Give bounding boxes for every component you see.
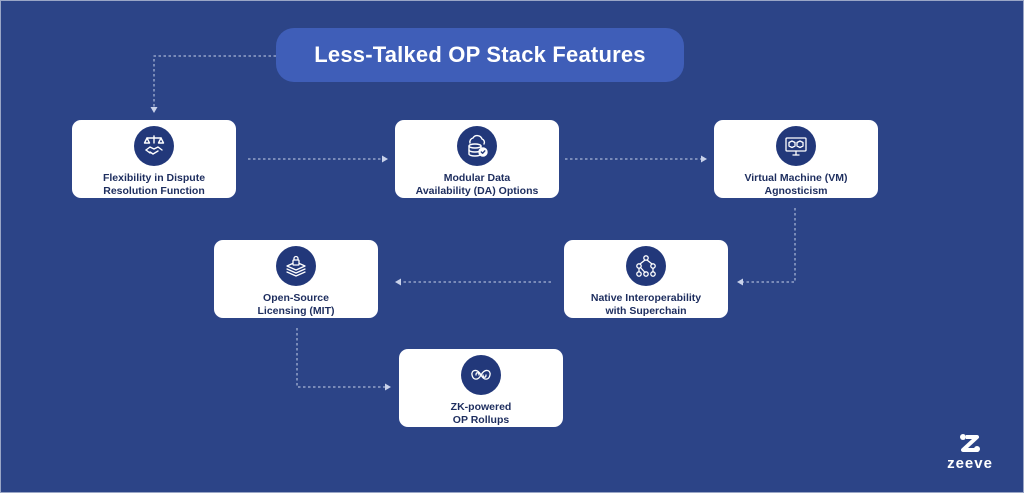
- node-zk-op-rollups: ZK-powered OP Rollups: [399, 349, 563, 427]
- edge-title-to-dispute: [150, 55, 276, 113]
- node-label: Native Interoperability with Superchain: [590, 292, 702, 317]
- node-native-interoperability: Native Interoperability with Superchain: [564, 240, 728, 318]
- layered-lock-icon: [276, 246, 316, 286]
- zeeve-logo: zeeve: [945, 433, 995, 472]
- node-dispute-resolution: Flexibility in Dispute Resolution Functi…: [72, 120, 236, 198]
- edge-open-source-to-zk: [296, 328, 391, 391]
- node-label: ZK-powered OP Rollups: [450, 401, 512, 426]
- node-label: Flexibility in Dispute Resolution Functi…: [102, 172, 206, 197]
- handshake-scales-icon: [134, 126, 174, 166]
- network-nodes-icon: [626, 246, 666, 286]
- node-vm-agnosticism: Virtual Machine (VM) Agnosticism: [714, 120, 878, 198]
- node-label: Virtual Machine (VM) Agnosticism: [744, 172, 848, 197]
- diagram-title: Less-Talked OP Stack Features: [276, 28, 684, 82]
- node-open-source-licensing: Open-Source Licensing (MIT): [214, 240, 378, 318]
- node-modular-da: Modular Data Availability (DA) Options: [395, 120, 559, 198]
- edge-vm-to-interop: [737, 208, 796, 286]
- node-label: Open-Source Licensing (MIT): [257, 292, 335, 317]
- monitor-cubes-icon: [776, 126, 816, 166]
- zeeve-logo-icon: [960, 434, 980, 453]
- node-label: Modular Data Availability (DA) Options: [415, 172, 539, 197]
- logo-text: zeeve: [947, 455, 993, 472]
- zk-swirl-icon: [461, 355, 501, 395]
- cloud-database-check-icon: [457, 126, 497, 166]
